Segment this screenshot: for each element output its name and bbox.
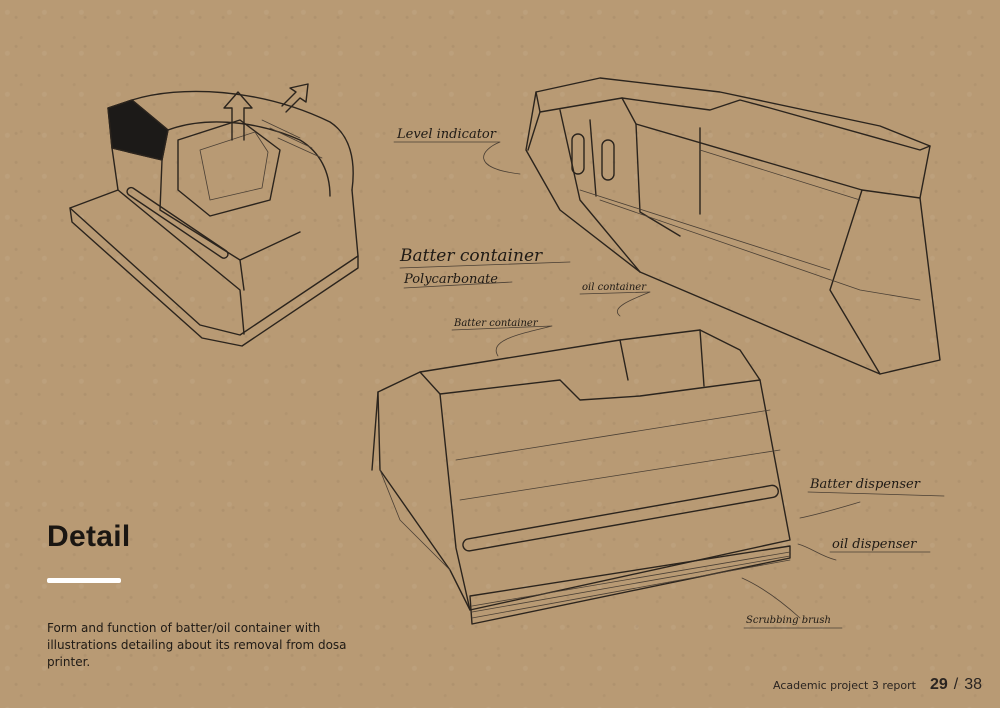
title-underline (47, 578, 121, 583)
report-name: Academic project 3 report (773, 679, 916, 692)
container-sketch-bottom (371, 329, 791, 625)
annotation-material: Polycarbonate (404, 272, 498, 287)
page-separator: / (953, 676, 959, 693)
page-title: Detail (47, 520, 131, 553)
container-sketch-top (525, 77, 941, 375)
annotation-batter-dispenser: Batter dispenser (810, 477, 920, 492)
total-pages: 38 (964, 676, 982, 693)
annotation-oil-container: oil container (582, 282, 646, 293)
annotation-batter-container-small: Batter container (454, 318, 538, 329)
annotation-level-indicator: Level indicator (397, 127, 496, 142)
annotation-scrubbing-brush: Scrubbing brush (746, 615, 831, 626)
page-footer: Academic project 3 report 29 / 38 (773, 676, 982, 694)
page-description: Form and function of batter/oil containe… (47, 621, 347, 669)
annotation-oil-dispenser: oil dispenser (832, 537, 917, 552)
current-page-number: 29 (929, 676, 948, 693)
dosa-printer-sketch (69, 83, 359, 347)
annotation-batter-container-main: Batter container (400, 246, 543, 266)
annotation-leaders (393, 141, 945, 629)
